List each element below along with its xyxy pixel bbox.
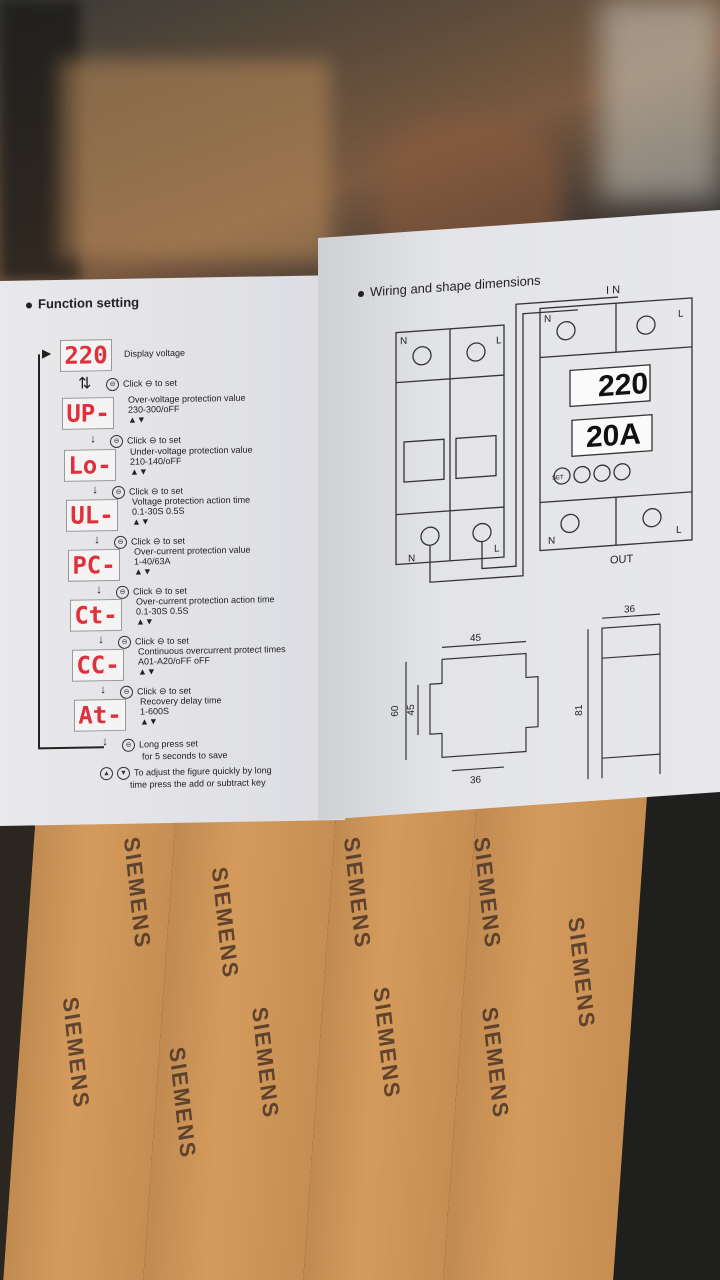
save-line: Long press set — [139, 738, 199, 750]
dim-height-outer: 60 — [390, 705, 401, 717]
segment-display: At- — [74, 698, 126, 732]
siemens-boxes: SIEMENS SIEMENS SIEMENS SIEMENS SIEMENS … — [2, 790, 648, 1280]
up-down-arrow-icon: ⇅ — [78, 375, 92, 393]
arrow-right-icon: ▶ — [42, 346, 52, 361]
save-instruction: ⊖ Long press set for 5 seconds to save — [122, 737, 228, 762]
manual-booklet: Function setting ▶ 220 Display voltage ⇅… — [0, 209, 720, 827]
add-icon: ▲ — [100, 767, 113, 781]
set-label: SET — [552, 475, 564, 482]
device-current-display: 20A — [586, 417, 641, 454]
row-desc: Over-voltage protection value — [128, 392, 246, 405]
row-desc: Under-voltage protection value — [130, 444, 253, 457]
row-desc-block: Under-voltage protection value 210-140/o… — [130, 445, 253, 477]
set-button-icon: ⊖ — [112, 485, 125, 500]
n-label: N — [544, 314, 551, 325]
row-desc: Recovery delay time — [140, 695, 222, 707]
segment-display: Lo- — [64, 448, 116, 482]
arrow-down-icon: ↓ — [96, 582, 102, 597]
row-desc-block: Continuous overcurrent protect times A01… — [138, 644, 286, 677]
row-desc: Display voltage — [124, 347, 186, 359]
arrow-down-icon: ↓ — [100, 682, 106, 697]
note-line: time press the add or subtract key — [130, 777, 266, 790]
n-label: N — [548, 535, 555, 546]
set-button-icon: ⊖ — [110, 434, 123, 449]
add-subtract-icons: ▲▼ — [130, 466, 148, 477]
left-page: Function setting ▶ 220 Display voltage ⇅… — [0, 274, 345, 827]
segment-display: CC- — [72, 648, 124, 682]
l-label: L — [678, 308, 684, 319]
dim-bottom: 36 — [470, 775, 482, 787]
click-text: Click ⊖ to set — [123, 377, 178, 389]
out-label: OUT — [610, 553, 633, 567]
l-label: L — [676, 525, 682, 536]
device-voltage-display: 220 — [598, 367, 648, 403]
click-row: ⊖ Click ⊖ to set — [106, 377, 178, 392]
set-button-icon: ⊖ — [120, 685, 133, 699]
left-page-title: Function setting — [26, 295, 139, 312]
dim-height-inner: 45 — [406, 704, 417, 716]
dim-side-height: 81 — [574, 704, 585, 716]
add-subtract-icons: ▲▼ — [140, 716, 158, 727]
row-desc-block: Recovery delay time 1-600S ▲▼ — [140, 695, 222, 726]
blurred-bottle — [600, 0, 720, 200]
note-line: To adjust the figure quickly by long — [134, 765, 272, 778]
set-button-icon: ⊖ — [118, 635, 131, 649]
blurred-box — [60, 60, 330, 260]
row-desc-block: Voltage protection action time 0.1-30S 0… — [132, 495, 250, 527]
row-desc: Over-current protection value — [134, 544, 251, 557]
segment-display: 220 — [60, 339, 112, 372]
save-line: for 5 seconds to save — [142, 750, 228, 762]
adjust-note: ▲ ▼ To adjust the figure quickly by long t… — [100, 764, 272, 790]
add-subtract-icons: ▲▼ — [134, 566, 152, 577]
n-label: N — [400, 336, 407, 347]
loop-line-bottom — [38, 746, 104, 750]
row-desc-block: Over-current protection action time 0.1-… — [136, 594, 275, 626]
segment-display: PC- — [68, 548, 120, 582]
segment-display: Ct- — [70, 598, 122, 632]
segment-display: UP- — [62, 397, 114, 430]
wiring-diagram: 220 20A SET I N OUT N L N L N L N L — [390, 284, 693, 790]
title-text: Function setting — [38, 294, 140, 312]
arrow-down-icon: ↓ — [94, 532, 100, 547]
right-page: Wiring and shape dimensions — [318, 209, 720, 821]
set-button-icon: ⊖ — [106, 377, 119, 392]
set-button-icon: ⊖ — [122, 738, 135, 752]
arrow-down-icon: ↓ — [92, 482, 98, 497]
set-button-icon: ⊖ — [114, 535, 127, 550]
bullet-icon — [26, 302, 32, 309]
subtract-icon: ▼ — [117, 766, 130, 780]
segment-display: UL- — [66, 498, 118, 532]
row-desc: Voltage protection action time — [132, 494, 251, 507]
loop-line — [38, 354, 44, 748]
n-label: N — [408, 553, 415, 564]
l-label: L — [494, 543, 500, 554]
click-text: Click ⊖ to set — [127, 434, 182, 446]
arrow-down-icon: ↓ — [90, 431, 96, 446]
dim-side-width: 36 — [624, 604, 636, 616]
row-desc-block: Over-voltage protection value 230-300/oF… — [128, 393, 246, 425]
dim-width-front: 45 — [470, 633, 482, 645]
l-label: L — [496, 335, 502, 346]
set-button-icon: ⊖ — [116, 585, 129, 599]
row-desc-block: Over-current protection value 1-40/63A ▲… — [134, 545, 251, 577]
in-label: I N — [606, 284, 620, 297]
arrow-down-icon: ↓ — [102, 734, 108, 749]
arrow-down-icon: ↓ — [98, 632, 104, 647]
add-subtract-icons: ▲▼ — [128, 414, 146, 425]
add-subtract-icons: ▲▼ — [132, 516, 150, 527]
